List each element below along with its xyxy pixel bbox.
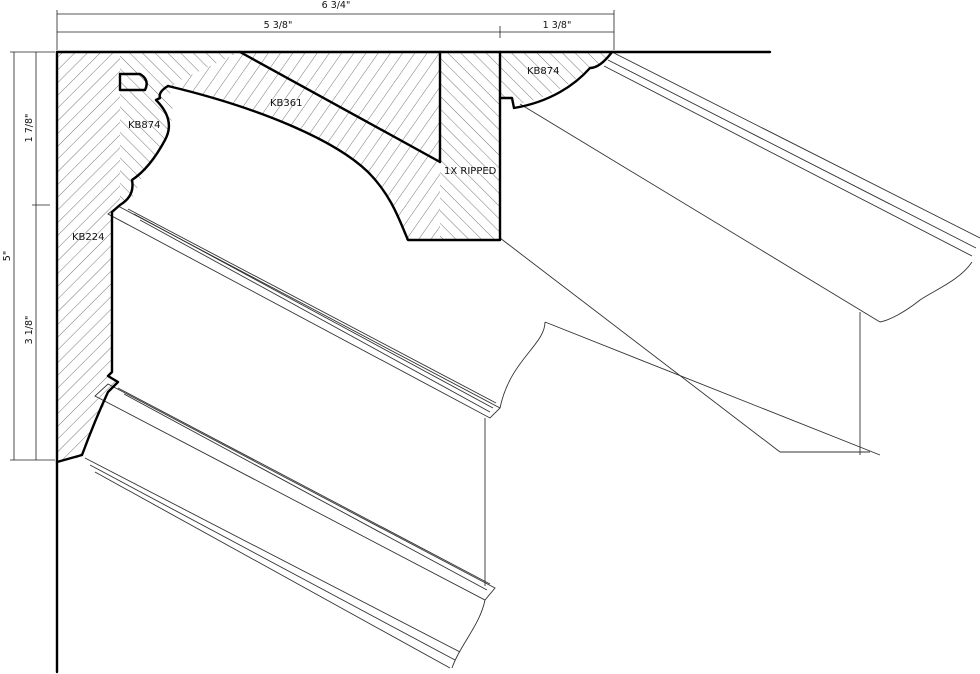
dimension-overall-width: 6 3/4"	[322, 0, 351, 11]
kb361-section	[168, 52, 440, 240]
dimension-lower-height: 3 1/8"	[24, 316, 35, 345]
dimension-left-width: 5 3/8"	[264, 20, 293, 31]
label-kb224: KB224	[72, 232, 105, 243]
profile-outlines	[55, 50, 772, 674]
label-kb874-right: KB874	[527, 66, 560, 77]
dimension-upper-height: 1 7/8"	[24, 114, 35, 143]
kb224-lower-face	[84, 457, 486, 669]
dimension-lines	[10, 10, 615, 461]
kb874-left-section	[120, 52, 240, 205]
label-kb874-left: KB874	[128, 120, 161, 131]
ripped-block-section	[440, 52, 500, 240]
label-kb361: KB361	[270, 98, 303, 109]
kb874-right-extrusion	[499, 51, 980, 453]
dimension-right-width: 1 3/8"	[543, 20, 572, 31]
label-1x-ripped: 1X RIPPED	[444, 166, 497, 177]
kb224-section	[57, 52, 120, 460]
kb874-right-section	[500, 52, 612, 104]
dimension-overall-height: 5"	[2, 251, 13, 261]
kb224-extrusion	[94, 205, 881, 601]
